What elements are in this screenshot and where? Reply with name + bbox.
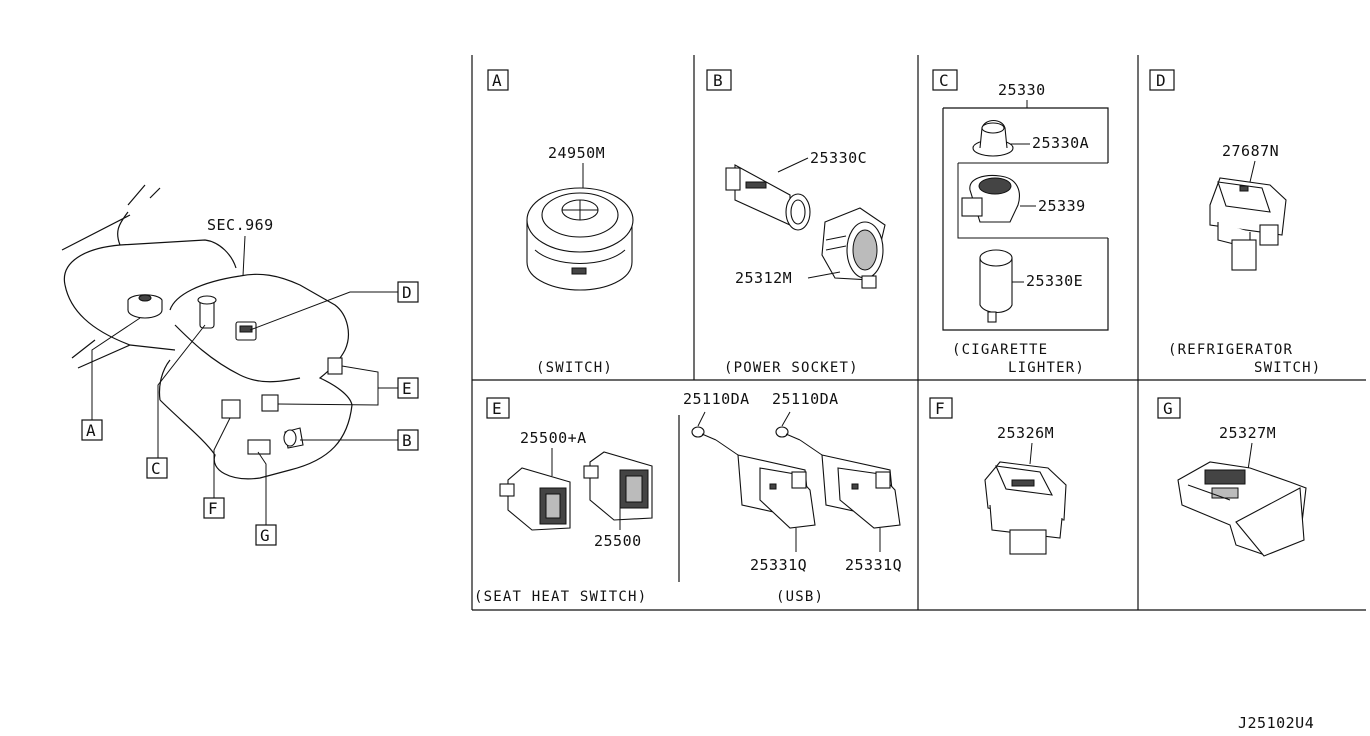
callout-b: B <box>402 431 412 450</box>
panel-e: E 25500+A 25500 (SEAT HEAT SWITCH) <box>474 397 653 605</box>
callout-d: D <box>402 283 412 302</box>
part-27687n: 27687N <box>1222 142 1279 160</box>
part-24950m: 24950M <box>548 144 605 162</box>
panel-b-letter: B <box>713 71 723 90</box>
part-25339: 25339 <box>1038 197 1086 215</box>
panel-f: F 25326M <box>929 397 1067 555</box>
panel-g-letter: G <box>1163 399 1173 418</box>
callout-c: C <box>151 459 161 478</box>
caption-seat-heat-switch: (SEAT HEAT SWITCH) <box>474 589 647 605</box>
part-25330: 25330 <box>998 81 1046 99</box>
console-overview: SEC.969 A B C D E F G <box>61 184 419 546</box>
panel-e-letter: E <box>492 399 502 418</box>
caption-refrigerator-switch: SWITCH) <box>1254 360 1321 376</box>
part-25326m: 25326M <box>997 424 1054 442</box>
caption-usb: (USB) <box>776 589 824 605</box>
callout-a: A <box>86 421 96 440</box>
caption-refrigerator: (REFRIGERATOR <box>1168 342 1293 358</box>
panel-grid <box>471 55 1366 611</box>
part-25330a: 25330A <box>1032 134 1089 152</box>
part-25110da-2: 25110DA <box>772 390 839 408</box>
part-25330e: 25330E <box>1026 272 1083 290</box>
panel-a-letter: A <box>492 71 502 90</box>
panel-g: G 25327M <box>1157 397 1307 557</box>
panel-d-letter: D <box>1156 71 1166 90</box>
part-25110da-1: 25110DA <box>683 390 750 408</box>
part-25331q-1: 25331Q <box>750 556 807 574</box>
panel-c-letter: C <box>939 71 949 90</box>
panel-usb: 25110DA 25110DA 25331Q 25331Q (USB) <box>683 390 902 605</box>
part-25312m: 25312M <box>735 269 792 287</box>
panel-c: C 25330 25330A 25339 25330E (CIGARETTE L… <box>932 69 1109 376</box>
panel-a: A 24950M (SWITCH) <box>487 69 634 376</box>
part-25331q-2: 25331Q <box>845 556 902 574</box>
callout-e: E <box>402 379 412 398</box>
section-reference: SEC.969 <box>207 216 274 234</box>
caption-switch: (SWITCH) <box>536 360 613 376</box>
callout-g: G <box>260 526 270 545</box>
callout-f: F <box>208 499 218 518</box>
part-25500: 25500 <box>594 532 642 550</box>
part-25500-a: 25500+A <box>520 429 587 447</box>
panel-f-letter: F <box>935 399 945 418</box>
part-25327m: 25327M <box>1219 424 1276 442</box>
panel-d: D 27687N (REFRIGERATOR SWITCH) <box>1149 69 1321 376</box>
caption-power-socket: (POWER SOCKET) <box>724 360 859 376</box>
part-25330c: 25330C <box>810 149 867 167</box>
caption-lighter: LIGHTER) <box>1008 360 1085 376</box>
caption-cigarette: (CIGARETTE <box>952 342 1048 358</box>
diagram-id: J25102U4 <box>1238 714 1314 732</box>
panel-b: B 25330C 25312M (POWER SOCKET) <box>706 69 886 376</box>
